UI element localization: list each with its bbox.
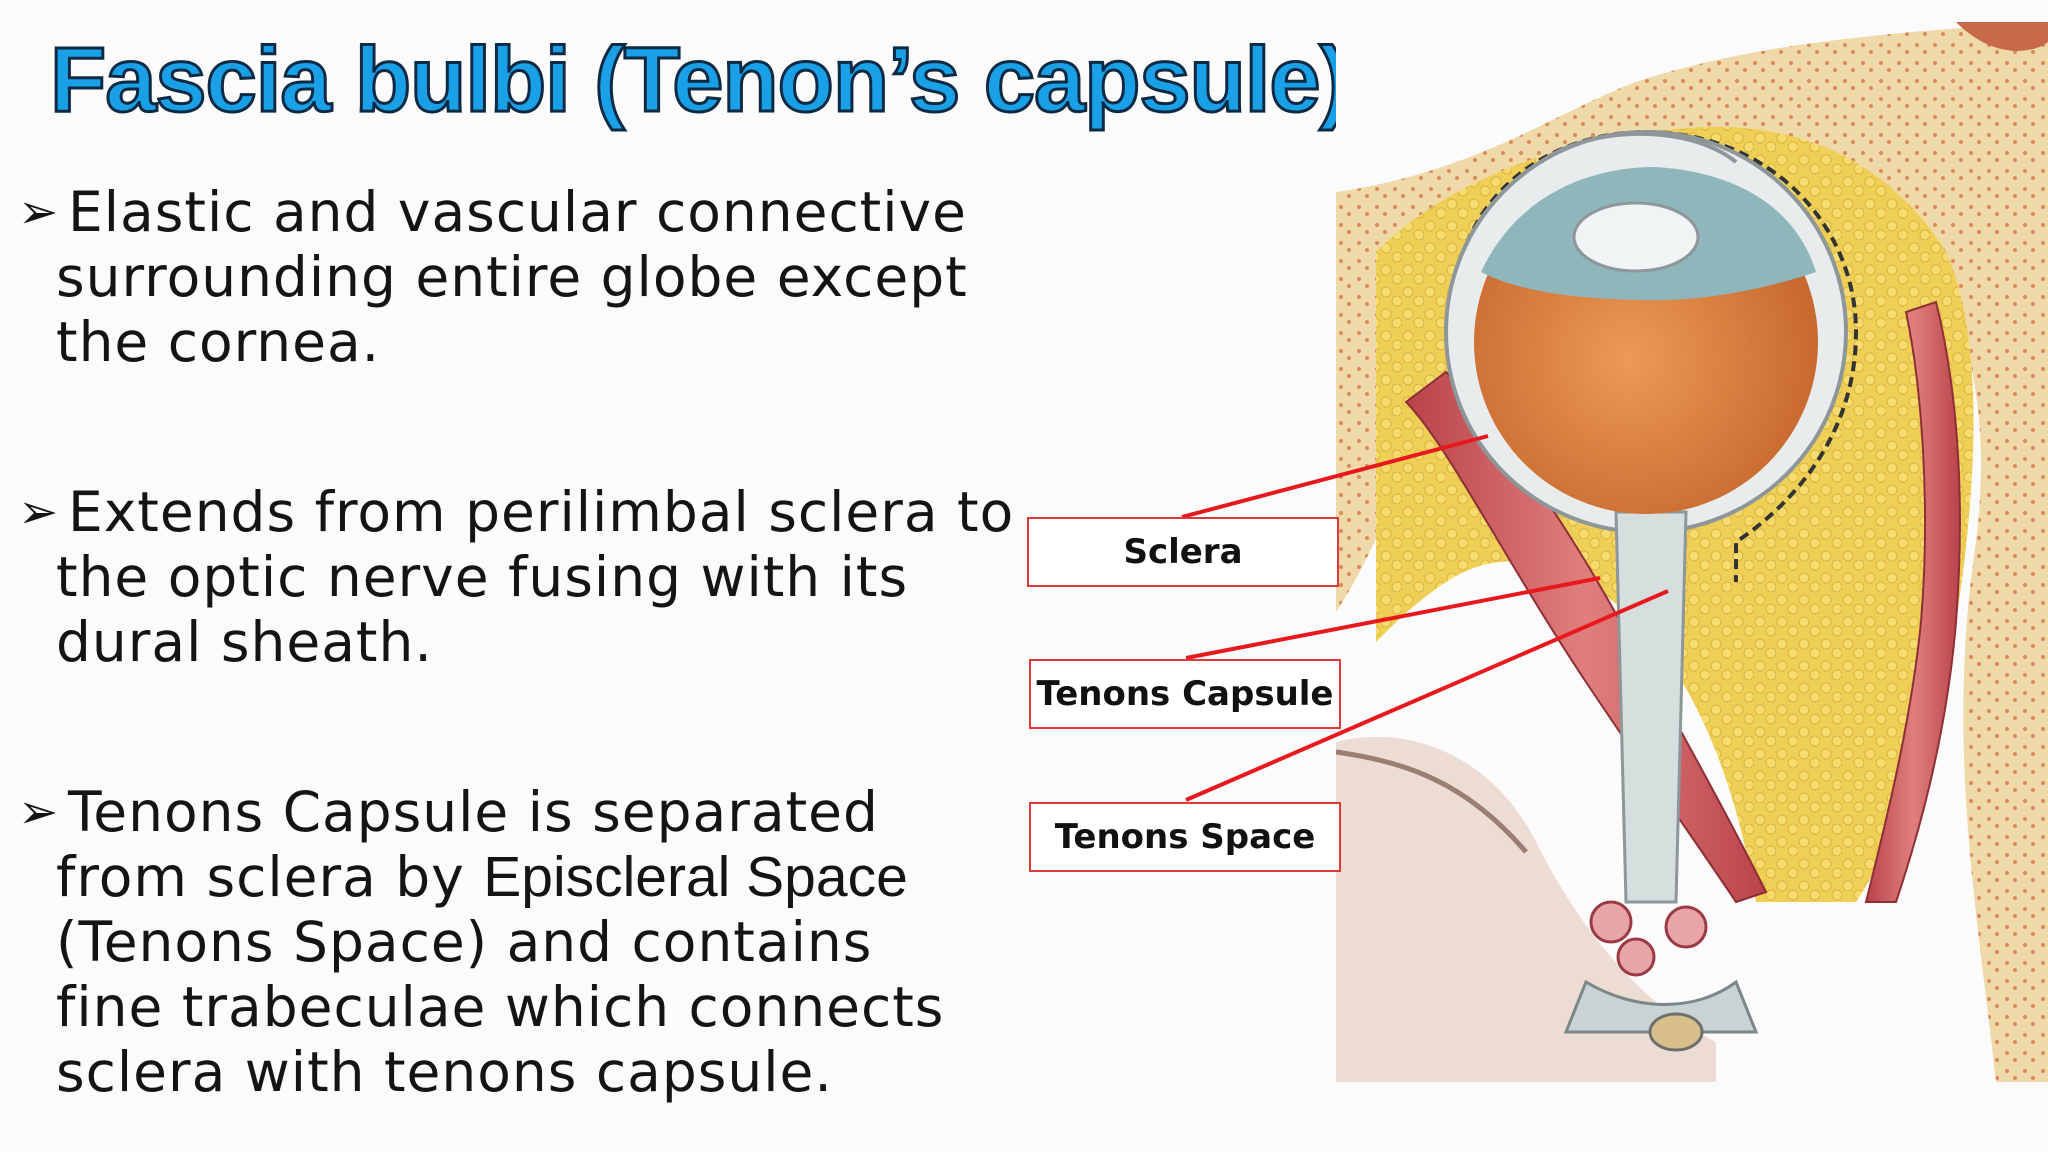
bullet-text-fragment: from sclera by xyxy=(56,845,484,909)
bullet-text-line: the cornea. xyxy=(56,310,381,374)
bullet-text-line: the optic nerve fusing with its xyxy=(56,545,909,609)
bullet-text-line: dural sheath. xyxy=(56,610,433,674)
bullet-text-line: Elastic and vascular connective xyxy=(68,180,967,244)
bullet-text-line: (Tenons Space) and contains xyxy=(56,910,873,974)
episcleral-space-emphasis: Episcleral Space xyxy=(483,845,908,909)
tenons-capsule-label: Tenons Capsule xyxy=(1029,659,1341,729)
bullet-text-line: Tenons Capsule is separated xyxy=(68,780,879,844)
tenons-space-label: Tenons Space xyxy=(1029,802,1341,872)
bullet-arrow-icon: ➢ xyxy=(18,484,60,540)
bullet-text-line: surrounding entire globe except xyxy=(56,245,968,309)
bullet-item: ➢ Extends from perilimbal sclera to the … xyxy=(18,480,1014,675)
bullet-text-line: Extends from perilimbal sclera to xyxy=(68,480,1015,544)
bullet-arrow-icon: ➢ xyxy=(18,784,60,840)
bullet-text-line: fine trabeculae which connects xyxy=(56,975,945,1039)
bullet-text-line: sclera with tenons capsule. xyxy=(56,1040,833,1104)
bullet-item: ➢ Tenons Capsule is separated from scler… xyxy=(18,780,944,1105)
slide-title: Fascia bulbi (Tenon’s capsule) : xyxy=(48,28,1405,133)
sclera-label: Sclera xyxy=(1027,517,1339,587)
eye-orbit-cross-section-illustration xyxy=(1336,22,2048,1082)
bullet-text-line: from sclera by Episcleral Space xyxy=(56,845,944,910)
bullet-arrow-icon: ➢ xyxy=(18,184,60,240)
bullet-item: ➢ Elastic and vascular connective surrou… xyxy=(18,180,968,375)
